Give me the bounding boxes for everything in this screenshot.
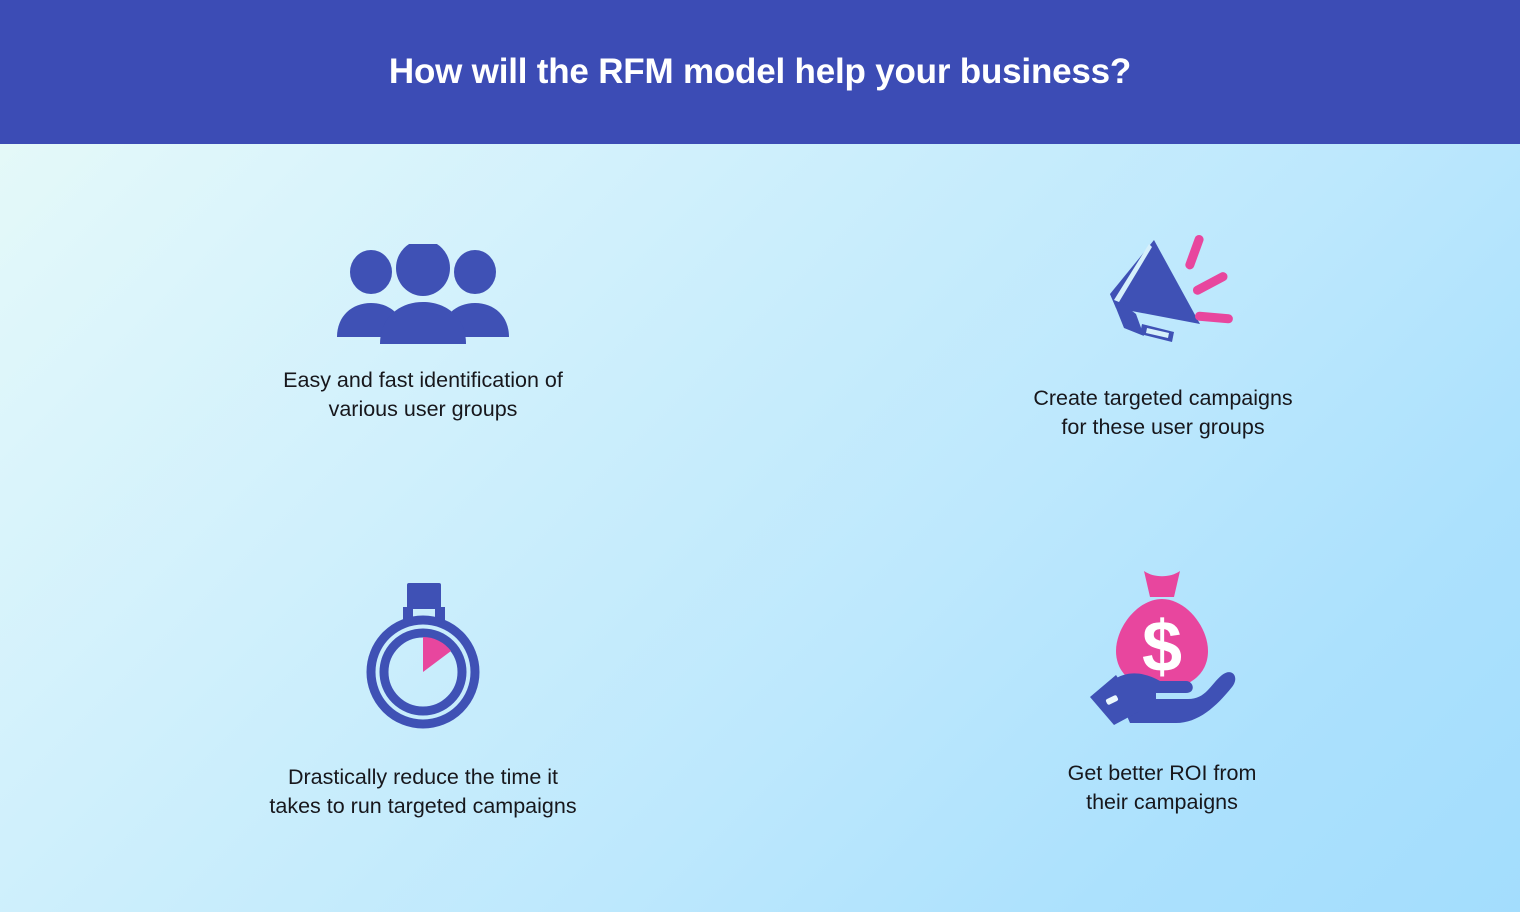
svg-text:$: $ xyxy=(1142,607,1182,687)
megaphone-icon xyxy=(1088,232,1238,352)
money-bag-in-hand-icon: $ xyxy=(1082,565,1242,725)
benefits-grid: Easy and fast identification of various … xyxy=(0,144,1520,912)
benefit-caption: Drastically reduce the time it takes to … xyxy=(269,765,577,819)
three-users-icon xyxy=(333,244,513,344)
benefit-caption: Easy and fast identification of various … xyxy=(283,368,563,422)
benefit-card-roi: $ Get better ROI from their campaigns xyxy=(760,528,1520,912)
page-title: How will the RFM model help your busines… xyxy=(388,51,1132,91)
benefit-caption: Get better ROI from their campaigns xyxy=(1067,761,1257,815)
stopwatch-icon xyxy=(353,579,493,729)
benefit-card-campaigns: Create targeted campaigns for these user… xyxy=(760,144,1520,528)
header-band: How will the RFM model help your busines… xyxy=(0,0,1520,144)
benefit-caption: Create targeted campaigns for these user… xyxy=(1033,386,1293,440)
benefit-card-identification: Easy and fast identification of various … xyxy=(0,144,760,528)
benefit-card-time-saving: Drastically reduce the time it takes to … xyxy=(0,528,760,912)
